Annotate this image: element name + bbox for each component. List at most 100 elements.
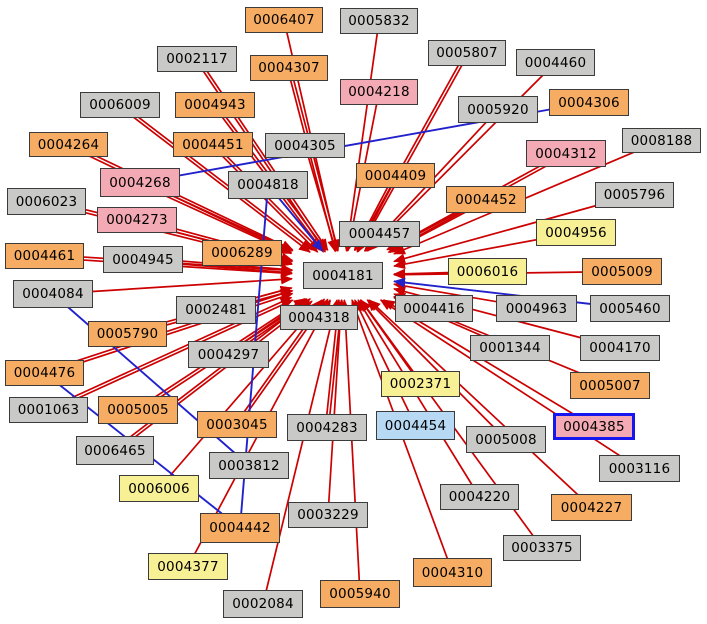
node-label: 0004084: [22, 286, 84, 302]
edge: [262, 299, 340, 605]
node-0004461[interactable]: 0004461: [5, 243, 84, 269]
node-0004227[interactable]: 0004227: [551, 494, 632, 521]
node-0006016[interactable]: 0006016: [448, 258, 527, 285]
node-0006289[interactable]: 0006289: [202, 240, 282, 266]
node-0008188[interactable]: 0008188: [622, 128, 701, 153]
node-0004377[interactable]: 0004377: [148, 553, 228, 580]
node-0004170[interactable]: 0004170: [580, 335, 660, 361]
node-0004297[interactable]: 0004297: [188, 341, 269, 368]
node-0004442[interactable]: 0004442: [200, 513, 280, 543]
node-0004416[interactable]: 0004416: [395, 295, 473, 322]
node-label: 0005007: [579, 377, 641, 394]
node-0006407[interactable]: 0006407: [245, 7, 323, 33]
node-0004218[interactable]: 0004218: [340, 79, 418, 105]
node-0005920[interactable]: 0005920: [458, 96, 538, 123]
edge: [354, 51, 467, 252]
node-0005790[interactable]: 0005790: [88, 321, 167, 347]
node-0004181[interactable]: 0004181: [303, 262, 383, 289]
node-0002084[interactable]: 0002084: [223, 590, 303, 618]
node-0002117[interactable]: 0002117: [157, 46, 237, 72]
edge: [68, 142, 294, 251]
node-label: 0003045: [206, 416, 268, 433]
node-0004956[interactable]: 0004956: [536, 219, 616, 246]
node-0005807[interactable]: 0005807: [428, 40, 506, 66]
node-0005005[interactable]: 0005005: [98, 396, 178, 424]
node-0006009[interactable]: 0006009: [80, 92, 160, 118]
node-0004945[interactable]: 0004945: [103, 246, 183, 273]
node-0004310[interactable]: 0004310: [413, 558, 492, 587]
node-0004451[interactable]: 0004451: [173, 132, 253, 157]
edge: [120, 103, 313, 251]
edge: [339, 299, 361, 595]
node-label: 0004307: [258, 60, 320, 76]
node-0004476[interactable]: 0004476: [5, 360, 84, 386]
node-0004409[interactable]: 0004409: [356, 163, 435, 188]
node-0004268[interactable]: 0004268: [100, 168, 180, 197]
node-label: 0005832: [348, 13, 410, 29]
node-label: 0006006: [128, 480, 190, 497]
node-0006023[interactable]: 0006023: [7, 188, 86, 215]
node-0004283[interactable]: 0004283: [287, 414, 367, 441]
node-0004943[interactable]: 0004943: [175, 92, 255, 118]
node-0003229[interactable]: 0003229: [288, 502, 368, 528]
node-0004385[interactable]: 0004385: [553, 413, 635, 440]
edge: [393, 194, 635, 264]
node-0005832[interactable]: 0005832: [340, 8, 418, 34]
node-0004312[interactable]: 0004312: [526, 140, 606, 167]
node-label: 0004409: [364, 167, 427, 184]
node-label: 0004264: [37, 136, 100, 153]
node-label: 0004442: [209, 520, 271, 536]
node-label: 0005920: [467, 101, 529, 118]
node-0004273[interactable]: 0004273: [97, 207, 177, 233]
node-0003045[interactable]: 0003045: [197, 411, 277, 438]
node-0005460[interactable]: 0005460: [590, 295, 670, 322]
node-label: 0004416: [403, 300, 465, 317]
node-0004220[interactable]: 0004220: [440, 484, 519, 510]
node-0004963[interactable]: 0004963: [496, 295, 577, 322]
node-label: 0004943: [184, 97, 246, 113]
node-label: 0006289: [211, 245, 273, 261]
node-0006465[interactable]: 0006465: [76, 436, 154, 465]
node-0004318[interactable]: 0004318: [280, 305, 358, 330]
node-0004306[interactable]: 0004306: [549, 89, 629, 116]
node-0004084[interactable]: 0004084: [13, 280, 93, 308]
node-label: 0006407: [253, 12, 315, 28]
node-0004454[interactable]: 0004454: [376, 411, 455, 440]
node-label: 0004310: [421, 564, 484, 581]
node-0005796[interactable]: 0005796: [595, 182, 674, 208]
node-0001344[interactable]: 0001344: [470, 335, 550, 361]
node-label: 0004318: [288, 309, 350, 326]
node-0004457[interactable]: 0004457: [339, 221, 420, 247]
node-0004452[interactable]: 0004452: [446, 186, 526, 213]
node-0001063[interactable]: 0001063: [9, 397, 88, 423]
node-label: 0004273: [106, 212, 168, 228]
node-label: 0002117: [166, 51, 228, 67]
node-0002481[interactable]: 0002481: [176, 296, 256, 324]
node-label: 0003812: [218, 457, 280, 474]
node-0002371[interactable]: 0002371: [381, 371, 460, 397]
edge: [366, 299, 507, 441]
node-0004818[interactable]: 0004818: [228, 171, 308, 199]
node-label: 0005796: [603, 187, 666, 203]
edge: [357, 299, 481, 498]
node-0004460[interactable]: 0004460: [516, 49, 595, 76]
edge: [343, 20, 380, 252]
node-label: 0004460: [524, 54, 587, 71]
node-0005940[interactable]: 0005940: [320, 580, 400, 608]
node-0005008[interactable]: 0005008: [466, 426, 546, 453]
node-0004305[interactable]: 0004305: [265, 133, 345, 158]
node-label: 0004306: [558, 94, 620, 111]
node-0005007[interactable]: 0005007: [570, 372, 650, 399]
node-0003375[interactable]: 0003375: [503, 535, 581, 561]
node-0006006[interactable]: 0006006: [119, 475, 199, 502]
node-0004264[interactable]: 0004264: [29, 132, 108, 157]
node-0005009[interactable]: 0005009: [582, 258, 662, 285]
node-0003812[interactable]: 0003812: [209, 452, 289, 479]
node-0003116[interactable]: 0003116: [599, 455, 680, 482]
node-0004307[interactable]: 0004307: [250, 55, 328, 81]
edge: [366, 61, 557, 252]
edge: [118, 105, 311, 253]
node-label: 0005005: [107, 402, 169, 418]
edge: [113, 298, 311, 450]
